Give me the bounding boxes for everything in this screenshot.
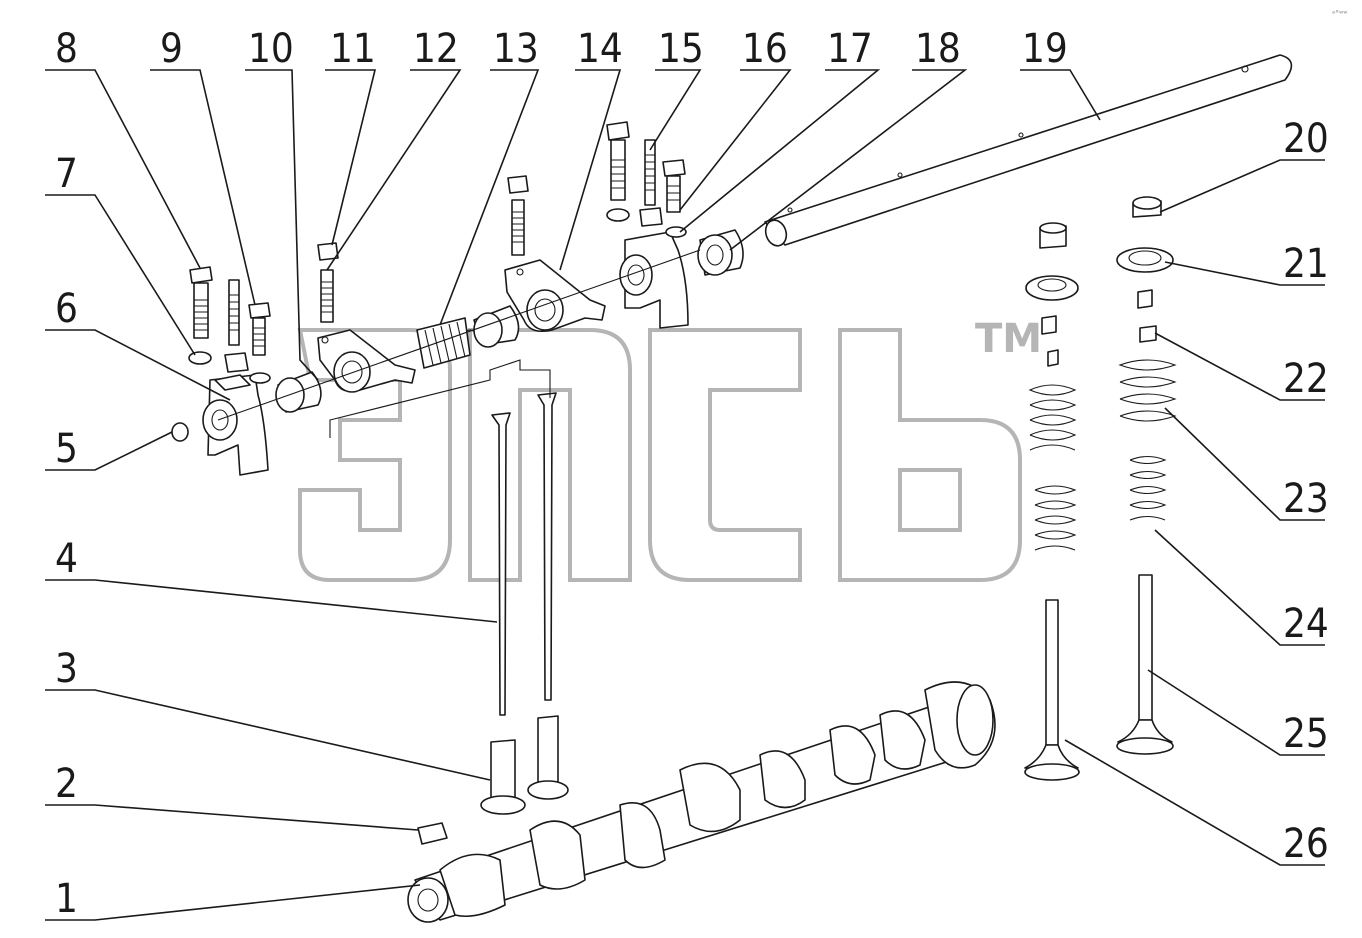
stud-left: [228, 279, 240, 346]
callout-13: 13: [493, 26, 539, 72]
callout-3: 3: [55, 646, 78, 692]
corner-mark: ᵃ°ʷʷ: [1332, 9, 1347, 18]
callout-10: 10: [248, 26, 294, 72]
nut-left: [224, 352, 249, 373]
callout-9: 9: [160, 26, 183, 72]
rocker-arm-right: [504, 259, 606, 333]
bolt-left-2: [248, 302, 271, 356]
adjust-screw-right: [507, 175, 529, 256]
callout-14: 14: [577, 26, 623, 72]
callout-8: 8: [55, 26, 78, 72]
callout-16: 16: [742, 26, 788, 72]
shaft-support-right: [619, 231, 689, 329]
valve-assembly-left: [1024, 222, 1080, 781]
callout-18: 18: [915, 26, 961, 72]
callout-1: 1: [55, 876, 78, 922]
bolts-right: [606, 121, 687, 238]
callout-15: 15: [658, 26, 704, 72]
callout-4: 4: [55, 536, 78, 582]
bushing-right: [473, 305, 520, 348]
bolt-left: [189, 266, 213, 339]
plug: [171, 422, 189, 442]
leader-lines: [45, 69, 1325, 921]
callout-5: 5: [55, 426, 78, 472]
callout-7: 7: [55, 151, 78, 197]
pushrods: [491, 392, 557, 716]
callout-21: 21: [1283, 241, 1329, 287]
adjust-screw-left: [317, 242, 339, 323]
callout-6: 6: [55, 286, 78, 332]
callout-26: 26: [1283, 821, 1329, 867]
watermark-tm: TM: [975, 316, 1042, 362]
washer-left-2: [249, 372, 271, 384]
camshaft: [407, 681, 996, 923]
valve-assembly-right: [1116, 196, 1177, 755]
tappets: [480, 715, 569, 815]
spacer-ring: [697, 229, 744, 276]
washer-left: [188, 351, 212, 365]
shaft-support-left: [202, 374, 269, 476]
callout-17: 17: [827, 26, 873, 72]
callout-19: 19: [1022, 26, 1068, 72]
callout-labels: 1 2 3 4 5 6 7 8 9 10 11 12 13 14 15 16 1…: [55, 26, 1329, 922]
callout-20: 20: [1283, 116, 1329, 162]
woodruff-key: [417, 822, 448, 845]
callout-12: 12: [413, 26, 459, 72]
callout-22: 22: [1283, 356, 1329, 402]
callout-11: 11: [330, 26, 376, 72]
callout-23: 23: [1283, 476, 1329, 522]
callout-25: 25: [1283, 711, 1329, 757]
callout-24: 24: [1283, 601, 1329, 647]
rocker-shaft: [764, 54, 1293, 247]
watermark: TM: [297, 316, 1042, 582]
callout-2: 2: [55, 761, 78, 807]
